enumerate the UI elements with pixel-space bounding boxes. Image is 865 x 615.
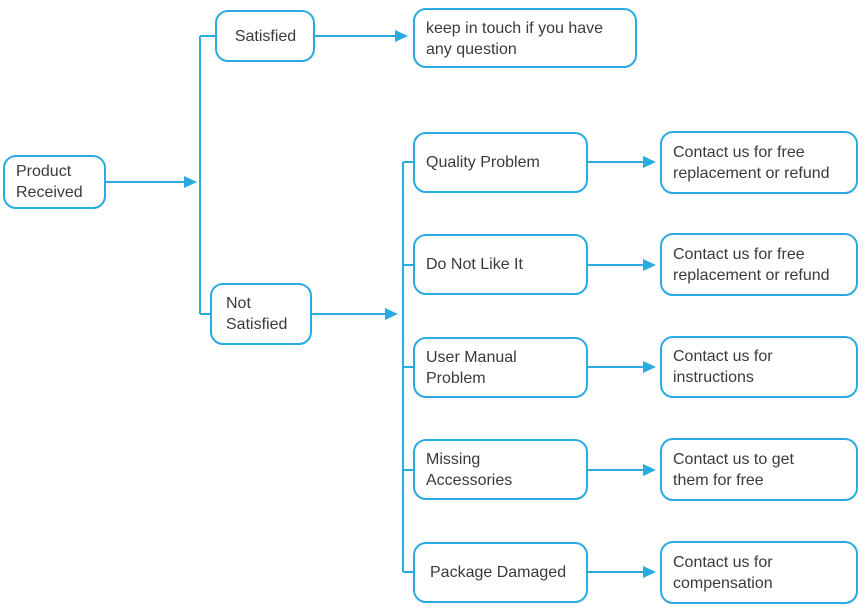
- node-label: User Manual Problem: [426, 348, 517, 387]
- arrowhead-satisfied-to-keep-in-touch: [395, 30, 408, 42]
- arrowhead-quality-to-contact: [643, 156, 656, 168]
- node-do-not-like-it: Do Not Like It: [413, 234, 588, 295]
- arrowhead-usermanual-to-contact: [643, 361, 656, 373]
- node-contact-get-free: Contact us to get them for free: [660, 438, 858, 501]
- node-keep-in-touch: keep in touch if you have any question: [413, 8, 637, 68]
- node-label: Not Satisfied: [226, 295, 288, 333]
- node-product-received: Product Received: [3, 155, 106, 209]
- arrowhead-missing-to-contact: [643, 464, 656, 476]
- node-label: Contact us for free replacement or refun…: [673, 245, 830, 284]
- node-contact-compensation: Contact us for compensation: [660, 541, 858, 604]
- node-label: Contact us for instructions: [673, 348, 773, 386]
- node-contact-replacement-refund-1: Contact us for free replacement or refun…: [660, 131, 858, 194]
- node-label: Satisfied: [234, 27, 297, 45]
- node-label: Contact us for compensation: [673, 553, 773, 592]
- node-label: Package Damaged: [430, 564, 567, 581]
- arrowhead-not-satisfied-to-problems: [385, 308, 398, 320]
- node-contact-replacement-refund-2: Contact us for free replacement or refun…: [660, 233, 858, 296]
- node-label: Missing Accessories: [426, 450, 513, 489]
- arrowhead-dontlike-to-contact: [643, 259, 656, 271]
- node-label: Contact us to get them for free: [673, 450, 794, 489]
- node-contact-instructions: Contact us for instructions: [660, 336, 858, 398]
- node-satisfied: Satisfied: [215, 10, 315, 62]
- node-label: Contact us for free replacement or refun…: [673, 143, 830, 182]
- node-quality-problem: Quality Problem: [413, 132, 588, 193]
- node-not-satisfied: Not Satisfied: [210, 283, 312, 345]
- node-label: Quality Problem: [426, 154, 540, 171]
- node-label: Product Received: [16, 163, 83, 201]
- node-label: Do Not Like It: [426, 256, 523, 273]
- arrowhead-package-to-contact: [643, 566, 656, 578]
- node-user-manual-problem: User Manual Problem: [413, 337, 588, 398]
- arrowhead-product-to-branch: [184, 176, 197, 188]
- node-missing-accessories: Missing Accessories: [413, 439, 588, 500]
- node-label: keep in touch if you have any question: [426, 20, 604, 58]
- node-package-damaged: Package Damaged: [413, 542, 588, 603]
